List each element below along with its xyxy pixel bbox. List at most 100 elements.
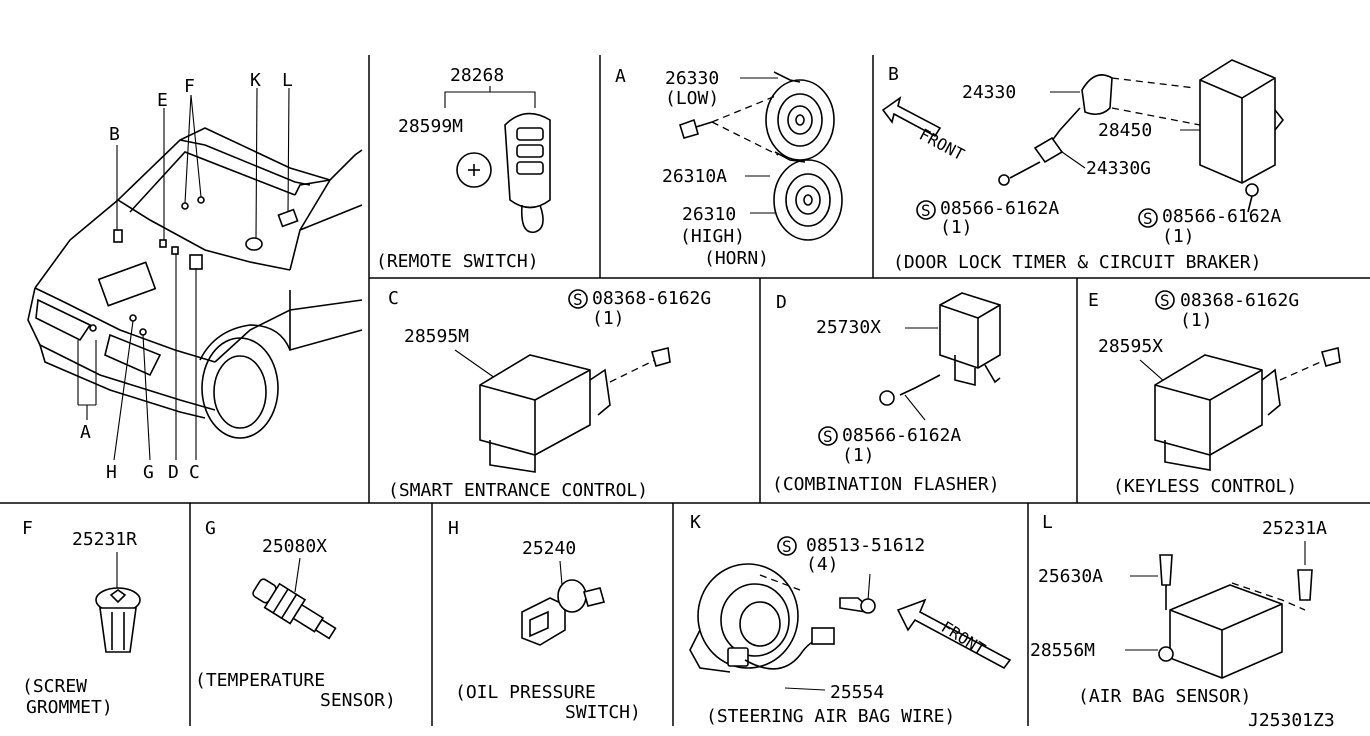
- callout-f: F: [184, 76, 195, 97]
- panel-remote-switch: 28268 28599M (REMOTE SWITCH): [376, 65, 551, 272]
- airbag-sensor-box-icon: [1158, 584, 1283, 679]
- caption-keyless: (KEYLESS CONTROL): [1113, 476, 1297, 497]
- front-arrow-icon: [881, 96, 942, 138]
- caption-temp-sensor-1: (TEMPERATURE: [195, 670, 325, 691]
- callout-a: A: [80, 422, 91, 443]
- panel-steering-wire: K S 08513-51612 (4) FRONT 25554 (STEERIN…: [689, 512, 1012, 727]
- s-mark-icon: [568, 289, 588, 309]
- part-28595m: 28595M: [404, 326, 469, 347]
- part-24330: 24330: [962, 82, 1016, 103]
- vehicle-overview: B E F K L A H G D C: [27, 70, 363, 483]
- part-08566-6162a-d: 08566-6162A: [842, 425, 961, 446]
- part-26310a: 26310A: [662, 166, 727, 187]
- part-08368-6162g-c: 08368-6162G: [592, 288, 711, 309]
- caption-steering-wire: (STEERING AIR BAG WIRE): [706, 706, 955, 727]
- front-arrow-icon: [896, 598, 1012, 670]
- s-mark-icon: [1138, 208, 1158, 228]
- qty-b-2: (1): [1162, 226, 1195, 247]
- caption-screw-grommet-2: GROMMET): [26, 697, 113, 718]
- part-28595x: 28595X: [1098, 336, 1163, 357]
- panel-letter-g: G: [205, 518, 216, 539]
- part-28268: 28268: [450, 65, 504, 86]
- caption-screw-grommet-1: (SCREW: [22, 676, 87, 697]
- panel-letter-d: D: [776, 292, 787, 313]
- panel-combination-flasher: D 25730X S 08566-6162A (1) (COMBINATION …: [772, 292, 1001, 495]
- s-mark-icon: [1155, 290, 1175, 310]
- spiral-cable-icon: [689, 563, 835, 673]
- caption-combination-flasher: (COMBINATION FLASHER): [772, 474, 1000, 495]
- callout-d: D: [168, 462, 179, 483]
- part-25231a: 25231A: [1262, 518, 1327, 539]
- qty-k: (4): [806, 554, 839, 575]
- bolt-icon: [679, 118, 699, 139]
- panel-temp-sensor: G 25080X (TEMPERATURE SENSOR): [195, 518, 396, 711]
- front-label-b: FRONT: [916, 125, 968, 165]
- callout-b: B: [109, 124, 120, 145]
- part-25730x: 25730X: [816, 317, 881, 338]
- part-08513-51612: 08513-51612: [806, 535, 925, 556]
- svg-text:S: S: [823, 427, 833, 446]
- part-08566-6162a-2: 08566-6162A: [1162, 206, 1281, 227]
- svg-text:S: S: [782, 537, 792, 556]
- s-mark-icon: [777, 536, 797, 556]
- panel-letter-f: F: [22, 518, 33, 539]
- panel-oil-pressure: H 25240 (OIL PRESSURE SWITCH): [448, 518, 641, 723]
- callout-g: G: [143, 462, 154, 483]
- panel-letter-c: C: [388, 288, 399, 309]
- front-label-k: FRONT: [938, 617, 989, 659]
- part-25231r: 25231R: [72, 529, 137, 550]
- panel-letter-a: A: [615, 66, 626, 87]
- part-26330: 26330: [665, 68, 719, 89]
- s-mark-icon: [916, 200, 936, 220]
- temp-sensor-icon: [252, 578, 337, 640]
- callout-c: C: [189, 462, 200, 483]
- horn-low-icon: [765, 79, 835, 161]
- callout-e: E: [157, 90, 168, 111]
- panel-airbag-sensor: L 25231A 25630A 28556M (AIR BAG SENSOR): [1030, 512, 1327, 707]
- diagram-id: J25301Z3: [1248, 710, 1335, 731]
- caption-door-lock: (DOOR LOCK TIMER & CIRCUIT BRAKER): [893, 252, 1261, 273]
- panel-letter-k: K: [690, 512, 701, 533]
- part-25630a: 25630A: [1038, 566, 1103, 587]
- qty-e: (1): [1180, 310, 1213, 331]
- svg-text:S: S: [1160, 291, 1170, 310]
- panel-grid: [0, 55, 1370, 726]
- part-28599m: 28599M: [398, 116, 463, 137]
- part-25080x: 25080X: [262, 536, 327, 557]
- part-28556m: 28556M: [1030, 640, 1095, 661]
- caption-horn: (HORN): [704, 248, 769, 269]
- caption-remote-switch: (REMOTE SWITCH): [376, 251, 539, 272]
- caption-airbag-sensor: (AIR BAG SENSOR): [1078, 686, 1251, 707]
- qty-d: (1): [842, 445, 875, 466]
- part-25240: 25240: [522, 538, 576, 559]
- panel-letter-h: H: [448, 518, 459, 539]
- callout-l: L: [282, 70, 293, 91]
- part-24330g: 24330G: [1086, 158, 1151, 179]
- caption-temp-sensor-2: SENSOR): [320, 690, 396, 711]
- timer-relay-icon: [1081, 74, 1113, 116]
- panel-letter-l: L: [1042, 512, 1053, 533]
- keyless-unit-icon: [1154, 354, 1263, 456]
- part-25554: 25554: [830, 682, 884, 703]
- caption-oil-pressure-1: (OIL PRESSURE: [455, 682, 596, 703]
- label-low: (LOW): [665, 88, 719, 109]
- panel-smart-entrance: C S 08368-6162G (1) 28595M (SMART ENTRAN…: [388, 288, 711, 501]
- qty-c: (1): [592, 308, 625, 329]
- panel-door-lock: B FRONT 24330 28450 24330G S 08566-6162A…: [881, 59, 1285, 273]
- panel-keyless: E S 08368-6162G (1) 28595X (KEYLESS CONT…: [1088, 290, 1341, 497]
- part-26310: 26310: [682, 204, 736, 225]
- svg-text:S: S: [921, 201, 931, 220]
- flasher-unit-icon: [939, 292, 1001, 369]
- panel-screw-grommet: F 25231R (SCREW GROMMET): [22, 518, 141, 718]
- s-mark-icon: [818, 426, 838, 446]
- qty-b-1: (1): [940, 217, 973, 238]
- part-08368-6162g-e: 08368-6162G: [1180, 290, 1299, 311]
- svg-text:S: S: [1143, 209, 1153, 228]
- breaker-box-icon: [1199, 59, 1276, 184]
- label-high: (HIGH): [680, 226, 745, 247]
- oil-pressure-switch-icon: [521, 579, 605, 646]
- panel-horn: A 26330 (LOW) 26310A 26310 (HIGH) (HORN): [615, 66, 843, 269]
- caption-oil-pressure-2: SWITCH): [565, 702, 641, 723]
